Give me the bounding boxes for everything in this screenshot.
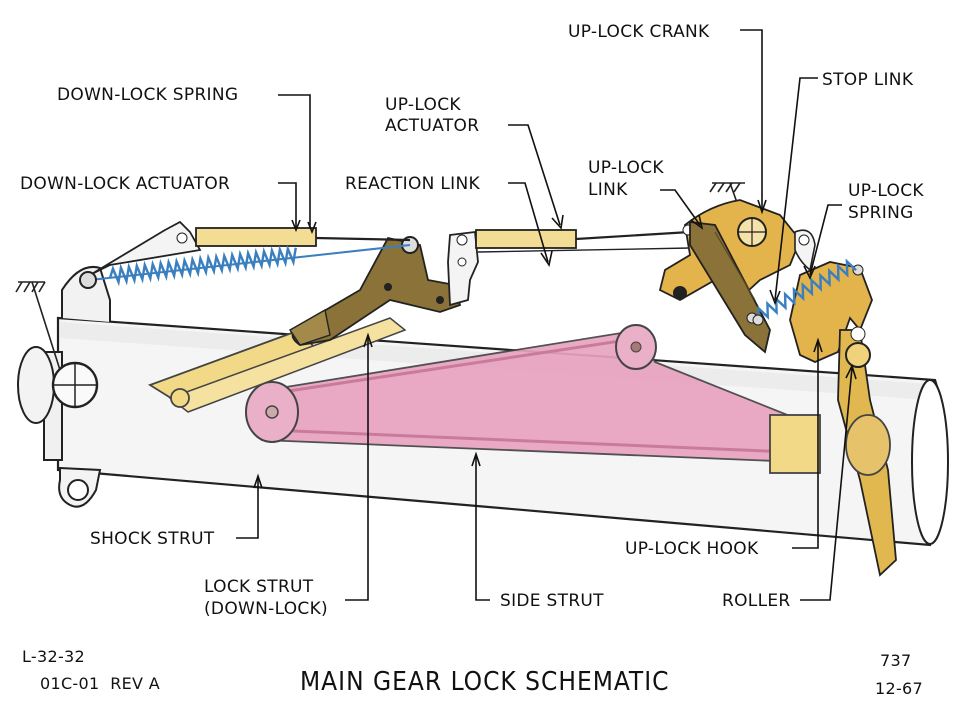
label-lock-strut-line2: (DOWN-LOCK): [204, 599, 328, 619]
side-strut: [245, 324, 801, 463]
lock-link-bracket: [289, 236, 462, 346]
roller: [845, 342, 871, 368]
side-strut-end-fitting: [769, 414, 891, 476]
label-up-lock-actuator-line1: UP-LOCK: [385, 95, 461, 115]
label-lock-strut-line1: LOCK STRUT: [204, 577, 314, 597]
diagram-title: MAIN GEAR LOCK SCHEMATIC: [300, 667, 669, 697]
stop-link: [794, 229, 816, 272]
date-code: 12-67: [875, 679, 923, 698]
label-up-lock-actuator-line2: ACTUATOR: [385, 116, 479, 136]
up-lock-actuator: [475, 229, 691, 253]
up-lock-link: [689, 220, 771, 354]
label-up-lock-link-line1: UP-LOCK: [588, 158, 664, 178]
reaction-link: [447, 230, 479, 307]
trunnion-pivot: [51, 361, 99, 409]
label-up-lock-crank: UP-LOCK CRANK: [568, 22, 710, 42]
down-lock-spring: [79, 244, 411, 289]
label-down-lock-spring: DOWN-LOCK SPRING: [57, 85, 238, 105]
label-down-lock-actuator: DOWN-LOCK ACTUATOR: [20, 174, 230, 194]
reference-number: L-32-32: [22, 647, 85, 666]
label-side-strut: SIDE STRUT: [500, 591, 604, 611]
aircraft-model: 737: [880, 651, 911, 670]
label-roller: ROLLER: [722, 591, 791, 611]
label-up-lock-link-line2: LINK: [588, 180, 628, 200]
leader-lines: [236, 29, 857, 601]
label-shock-strut: SHOCK STRUT: [90, 529, 215, 549]
down-lock-actuator: [89, 220, 411, 276]
label-stop-link: STOP LINK: [822, 70, 914, 90]
lock-strut: [147, 317, 407, 413]
label-up-lock-hook: UP-LOCK HOOK: [625, 539, 759, 559]
label-up-lock-spring-line1: UP-LOCK: [848, 181, 924, 201]
label-reaction-link: REACTION LINK: [345, 174, 480, 194]
up-lock-spring: [752, 258, 857, 326]
label-up-lock-spring-line2: SPRING: [848, 203, 914, 223]
revision: 01C-01 REV A: [40, 674, 160, 693]
